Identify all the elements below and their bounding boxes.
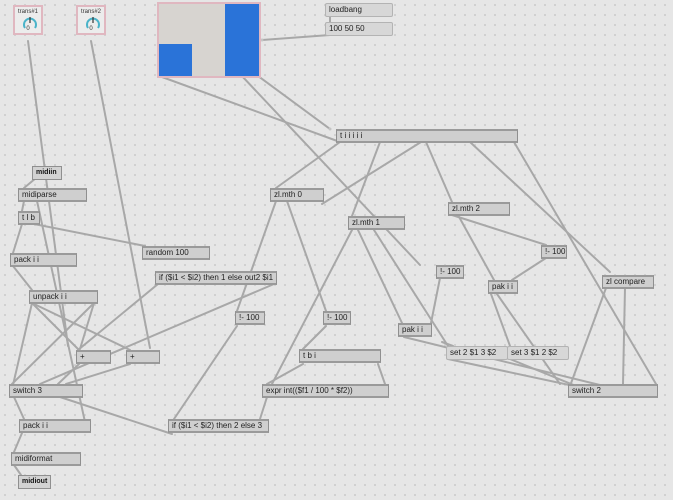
knob-icon <box>23 17 37 29</box>
init-values-message[interactable]: 100 50 50 <box>325 22 393 36</box>
zl-mth-object[interactable]: zl.mth 2 <box>448 202 510 216</box>
zl-mth-object[interactable]: zl.mth 1 <box>348 216 405 230</box>
reverse-minus-object[interactable]: !- 100 <box>541 245 567 259</box>
loadbang-object[interactable]: loadbang <box>325 3 393 17</box>
expr-object[interactable]: expr int(($f1 / 100 * $f2)) <box>262 384 389 398</box>
pack-object[interactable]: pack i i <box>19 419 91 433</box>
trigger-bi-object[interactable]: t b i <box>299 349 381 363</box>
zl-compare-object[interactable]: zl compare <box>602 275 654 289</box>
random-object[interactable]: random 100 <box>142 246 210 260</box>
dial-value: 0 <box>26 26 30 32</box>
midiparse-object[interactable]: midiparse <box>18 188 87 202</box>
set-message-b[interactable]: set 3 $1 2 $2 <box>507 346 569 360</box>
switch3-object[interactable]: switch 3 <box>9 384 83 398</box>
dial-value: 0 <box>89 26 93 32</box>
trigger-object[interactable]: t i i i i i <box>336 129 518 143</box>
slider-bar[interactable] <box>225 4 259 76</box>
pak-object[interactable]: pak i i <box>398 323 432 337</box>
midiformat-object[interactable]: midiformat <box>11 452 81 466</box>
switch2-object[interactable]: switch 2 <box>568 384 658 398</box>
pack-object[interactable]: pack i i <box>10 253 77 267</box>
dial-label: trans#2 <box>80 9 101 15</box>
dial-label: trans#1 <box>17 9 38 15</box>
trigger-lb-object[interactable]: t l b <box>18 211 40 225</box>
plus-object[interactable]: + <box>76 350 111 364</box>
if-object[interactable]: if ($i1 < $i2) then 2 else 3 <box>168 419 269 433</box>
if-object[interactable]: if ($i1 < $i2) then 1 else out2 $i1 <box>155 271 277 285</box>
reverse-minus-object[interactable]: !- 100 <box>235 311 265 325</box>
reverse-minus-object[interactable]: !- 100 <box>323 311 351 325</box>
slider-bar[interactable] <box>159 44 192 76</box>
unpack-object[interactable]: unpack i i <box>29 290 98 304</box>
multislider[interactable] <box>157 2 261 78</box>
pak-object[interactable]: pak i i <box>488 280 518 294</box>
trans2-dial[interactable]: trans#2 0 <box>76 5 106 35</box>
reverse-minus-object[interactable]: !- 100 <box>436 265 464 279</box>
zl-mth-object[interactable]: zl.mth 0 <box>270 188 324 202</box>
midiin-object[interactable]: midiin <box>32 166 62 180</box>
set-message-a[interactable]: set 2 $1 3 $2 <box>446 346 508 360</box>
trans1-dial[interactable]: trans#1 0 <box>13 5 43 35</box>
midiout-object[interactable]: midiout <box>18 475 51 489</box>
plus-object[interactable]: + <box>126 350 160 364</box>
knob-icon <box>86 17 100 29</box>
